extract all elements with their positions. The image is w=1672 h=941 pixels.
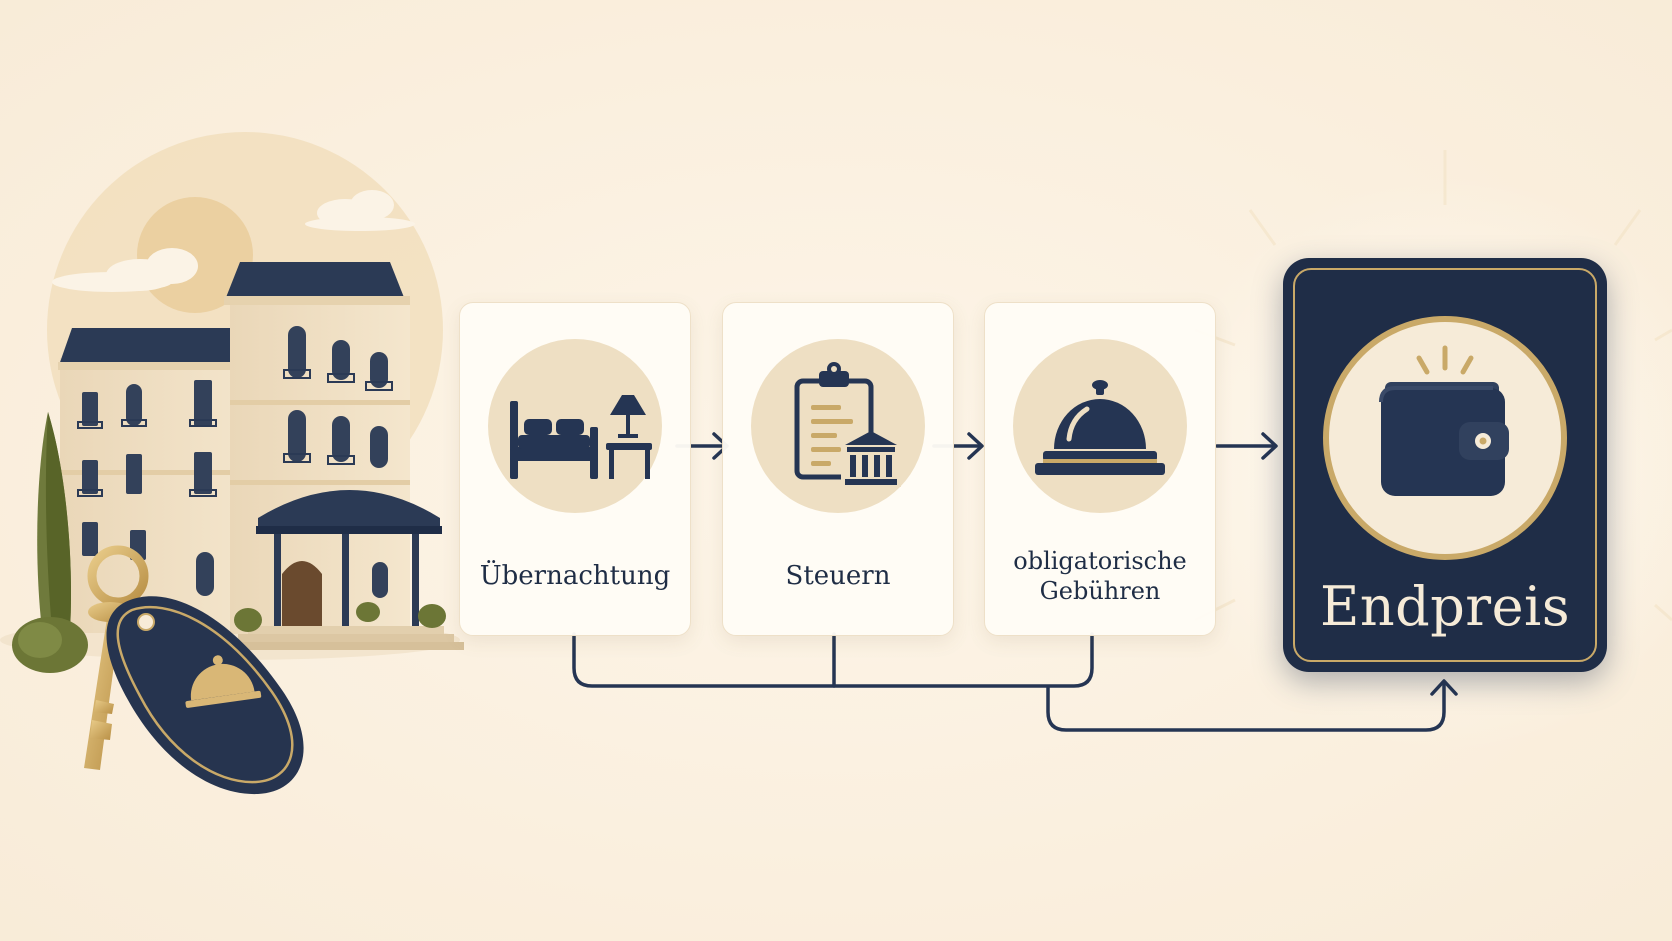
hotel-building	[58, 262, 464, 650]
wallet-icon	[1379, 345, 1509, 496]
final-card-frame	[1293, 268, 1597, 662]
bed-icon	[510, 395, 652, 479]
arrow-fees-to-total	[1215, 432, 1278, 460]
service-bell-icon	[1035, 380, 1165, 475]
service-bell-emblem	[185, 655, 262, 708]
final-price-card: Endpreis	[1283, 258, 1607, 672]
final-icon-disc	[1323, 316, 1567, 560]
clipboard-bank-icon	[794, 362, 901, 487]
step-card-taxes: Steuern	[722, 302, 954, 636]
arrow-sum-to-total	[1046, 679, 1458, 732]
step-label: Übernachtung	[479, 560, 671, 591]
icon-disc	[1013, 339, 1187, 513]
icon-disc	[751, 339, 925, 513]
step-label: Steuern	[785, 560, 891, 591]
icon-disc	[488, 339, 662, 513]
step-label: obligatorische Gebühren	[1013, 547, 1187, 605]
bushes	[12, 602, 446, 673]
final-price-label: Endpreis	[1319, 574, 1571, 638]
bracket-connector	[572, 632, 1094, 688]
cypress-tree	[37, 412, 72, 630]
clouds	[52, 190, 415, 292]
step-card-fees: obligatorische Gebühren	[984, 302, 1216, 636]
step-card-overnight: Übernachtung	[459, 302, 691, 636]
